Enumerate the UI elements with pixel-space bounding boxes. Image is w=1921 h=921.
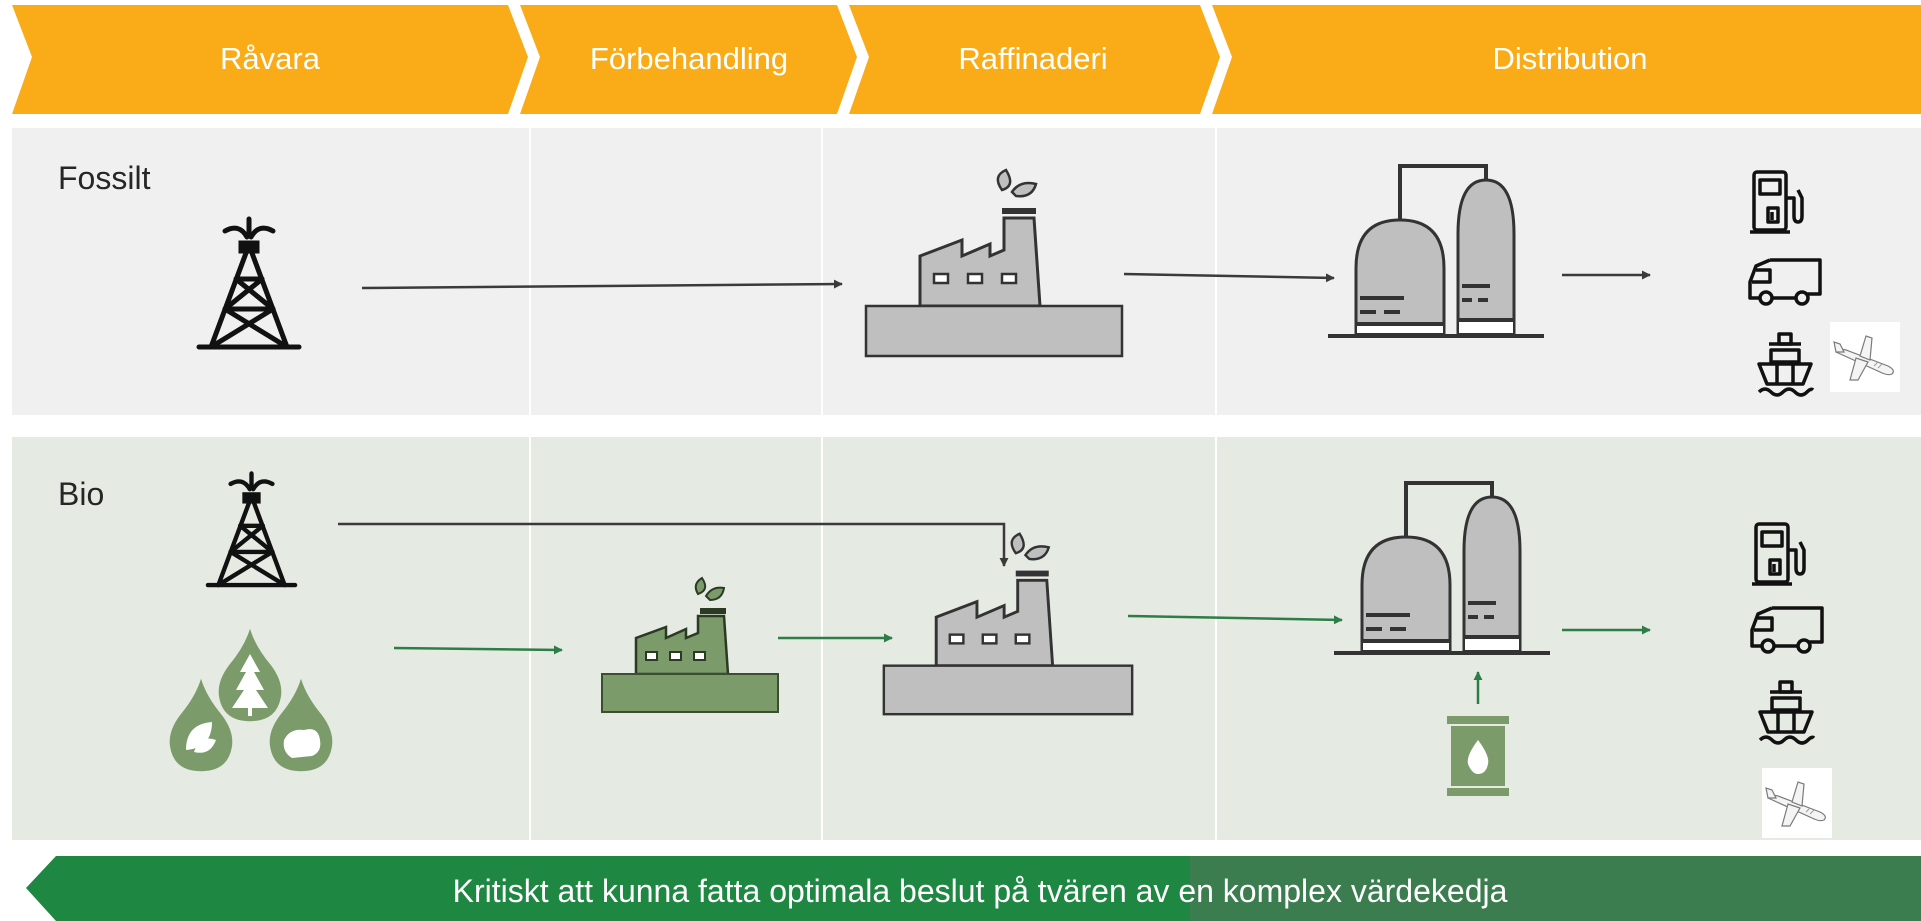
bio-arrow-fossil-to-refinery: [338, 522, 1009, 567]
bio-arrow-biomass-to-pretreatment: [393, 645, 563, 655]
footer-message: Kritiskt att kunna fatta optimala beslut…: [453, 873, 1508, 909]
stage-label-forbehandling: Förbehandling: [590, 41, 788, 76]
airplane-icon: [1830, 322, 1900, 392]
stage-label-raffinaderi: Raffinaderi: [958, 41, 1107, 76]
stage-chevron-forbehandling: [520, 5, 857, 114]
row-label-fossilt: Fossilt: [58, 160, 151, 196]
fossil-row: Fossilt: [12, 128, 1921, 415]
stage-label-distribution: Distribution: [1492, 41, 1647, 76]
fossil-arrow-refinery-to-storage: [1123, 272, 1335, 283]
oil-barrel-icon: [1447, 716, 1509, 796]
biomass-drops-icon: [169, 628, 333, 772]
stage-chevron-distribution: [1212, 5, 1921, 114]
stage-chevron-ravara: [12, 5, 528, 114]
airplane-icon: [1762, 768, 1832, 838]
bio-arrow-refinery-to-storage: [1127, 614, 1343, 625]
bio-row: Bio: [12, 437, 1921, 840]
stage-chevron-raffinaderi: [849, 5, 1220, 114]
stage-label-ravara: Råvara: [220, 41, 321, 76]
fossil-arrow-raw-to-refinery: [361, 279, 843, 290]
footer-banner: Kritiskt att kunna fatta optimala beslut…: [26, 856, 1921, 921]
row-label-bio: Bio: [58, 476, 104, 512]
stage-header: Råvara Förbehandling Raffinaderi Distrib…: [12, 5, 1921, 114]
